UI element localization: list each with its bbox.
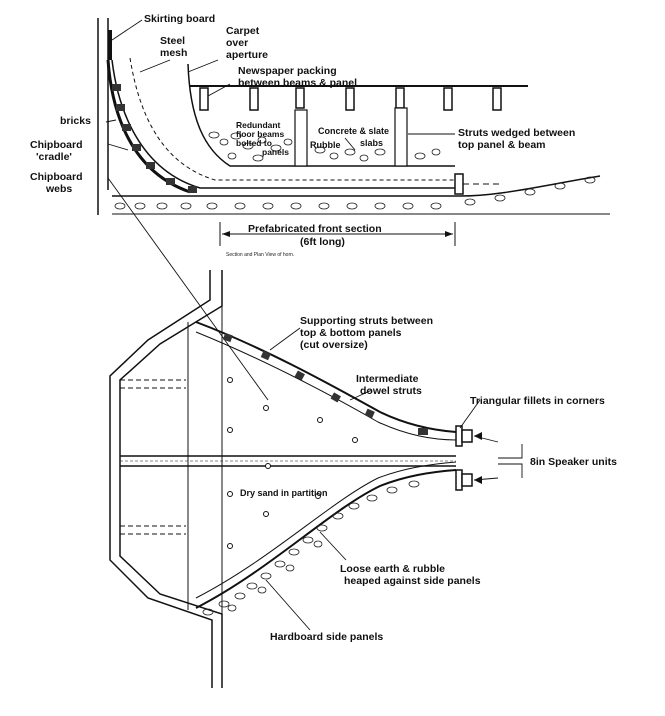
label-redundant-2: floor beams xyxy=(236,129,284,139)
label-dowel-2: dowel struts xyxy=(360,385,422,397)
chipboard-cradle xyxy=(106,59,197,194)
horn-inner-curve xyxy=(187,63,455,167)
plan-leaders xyxy=(265,327,523,631)
label-supporting-1: Supporting struts between xyxy=(300,315,433,327)
label-chipboard-webs-2: webs xyxy=(45,183,72,195)
label-mesh: mesh xyxy=(160,47,187,59)
label-concrete-1: Concrete & slate xyxy=(318,126,389,136)
label-supporting-2: top & bottom panels xyxy=(300,327,402,339)
horn-outer-curve xyxy=(111,59,455,189)
label-hardboard: Hardboard side panels xyxy=(270,631,383,643)
plan-top-panel xyxy=(195,321,457,433)
floor-joists xyxy=(199,87,502,111)
section-mouth xyxy=(454,173,464,195)
label-redundant-3: bolted to xyxy=(236,138,272,148)
section-view: Skirting board Steel mesh Carpet over ap… xyxy=(30,13,610,401)
label-dowel-1: Intermediate xyxy=(356,373,419,385)
label-over: over xyxy=(226,37,248,49)
label-fillets: Triangular fillets in corners xyxy=(470,395,605,407)
plan-bottom-panel xyxy=(195,469,457,609)
caption: Section and Plan View of horn. xyxy=(226,252,294,258)
label-newspaper-1: Newspaper packing xyxy=(238,65,337,77)
plan-wall-inner xyxy=(119,270,223,688)
label-speaker-units: 8in Speaker units xyxy=(530,456,617,468)
ground-stones xyxy=(114,176,596,210)
ground-surface xyxy=(112,175,601,197)
label-rubble: Rubble xyxy=(310,140,341,150)
label-struts-2: top panel & beam xyxy=(458,139,546,151)
section-leaders xyxy=(105,19,455,401)
plan-view: Supporting struts between top & bottom p… xyxy=(109,270,617,688)
label-prefab-1: Prefabricated front section xyxy=(248,223,382,235)
horn-centre-line xyxy=(129,57,455,181)
label-loose-1: Loose earth & rubble xyxy=(340,563,445,575)
plan-loose-rubble xyxy=(202,480,420,616)
label-chipboard-cradle-2: 'cradle' xyxy=(36,151,72,163)
label-dry-sand: Dry sand in partition xyxy=(240,488,328,498)
label-struts-1: Struts wedged between xyxy=(458,127,575,139)
strut-right xyxy=(394,107,408,167)
speaker-units xyxy=(455,425,473,491)
label-aperture: aperture xyxy=(226,49,268,61)
plan-wall-outer xyxy=(109,270,213,688)
strut-left xyxy=(294,109,308,167)
label-carpet: Carpet xyxy=(226,25,260,37)
rubble xyxy=(208,131,441,162)
label-chipboard-webs-1: Chipboard xyxy=(30,171,83,183)
label-steel: Steel xyxy=(160,35,185,47)
label-prefab-2: (6ft long) xyxy=(300,236,345,248)
label-supporting-3: (cut oversize) xyxy=(300,339,368,351)
label-chipboard-cradle-1: Chipboard xyxy=(30,139,83,151)
label-skirting-board: Skirting board xyxy=(144,13,215,25)
plan-dowel-struts xyxy=(227,377,358,549)
plan-web-dashes xyxy=(120,379,186,535)
label-redundant-4: panels xyxy=(262,147,289,157)
skirting-board xyxy=(108,30,112,60)
label-loose-2: heaped against side panels xyxy=(344,575,481,587)
label-redundant-1: Redundant xyxy=(236,120,281,130)
label-concrete-2: slabs xyxy=(360,138,383,148)
label-newspaper-2: between beams & panel xyxy=(238,77,357,89)
plan-struts-top xyxy=(222,332,428,435)
label-bricks: bricks xyxy=(60,115,91,127)
